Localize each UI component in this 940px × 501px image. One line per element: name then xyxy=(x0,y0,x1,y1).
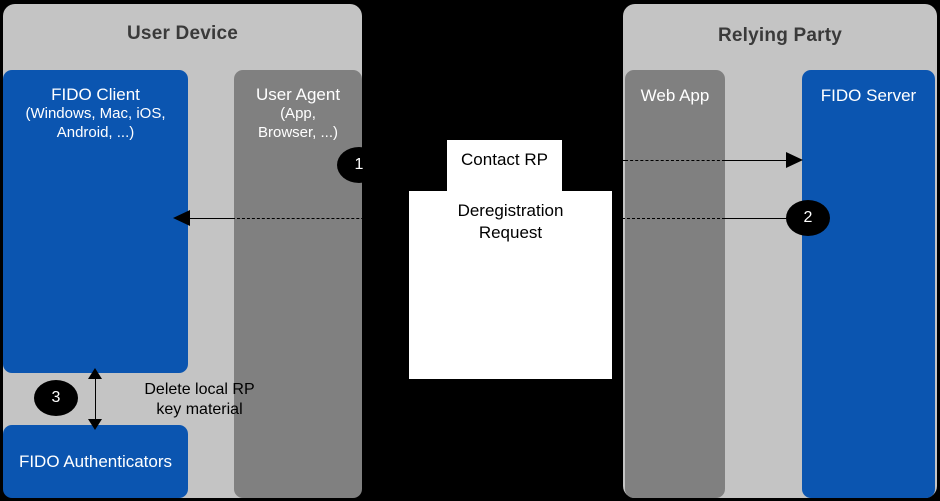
box-fido-client-label: FIDO Client (Windows, Mac, iOS, Android,… xyxy=(3,70,188,143)
badge-step-2[interactable]: 2 xyxy=(786,200,830,236)
badge-step-1[interactable]: 1 xyxy=(337,147,381,183)
user-agent-subtitle-2: Browser, ...) xyxy=(257,124,339,141)
label-contact-rp-text: Contact RP xyxy=(461,150,548,169)
label-delete-key-line2: key material xyxy=(156,401,243,418)
label-deregistration-request-line2: Request xyxy=(478,223,543,243)
flow-delete-key-arrowhead-up-icon xyxy=(88,368,102,379)
box-fido-authenticators[interactable]: FIDO Authenticators xyxy=(3,425,188,498)
label-deregistration-request-line1: Deregistration xyxy=(457,201,564,220)
panel-user-device-title: User Device xyxy=(127,23,238,44)
box-fido-server-label: FIDO Server xyxy=(802,70,935,106)
badge-step-3[interactable]: 3 xyxy=(34,380,78,416)
badge-step-1-number: 1 xyxy=(354,156,364,173)
box-fido-authenticators-label: FIDO Authenticators xyxy=(3,451,188,472)
fido-server-title: FIDO Server xyxy=(820,86,917,105)
badge-step-3-number: 3 xyxy=(51,389,61,406)
label-contact-rp: Contact RP xyxy=(447,140,562,192)
fido-client-subtitle-2: Android, ...) xyxy=(56,124,135,141)
flow-dereg-line-dashed-useragent xyxy=(232,218,409,219)
flow-dereg-line-left xyxy=(190,218,234,219)
flow-contact-rp-line-right xyxy=(725,160,787,161)
flow-contact-rp-arrowhead-icon xyxy=(786,152,803,168)
flow-delete-key-arrowhead-down-icon xyxy=(88,419,102,430)
label-deregistration-request: Deregistration Request xyxy=(409,191,612,379)
fido-client-subtitle-1: (Windows, Mac, iOS, xyxy=(25,105,166,123)
box-web-app[interactable]: Web App xyxy=(625,70,725,498)
label-delete-key-line1: Delete local RP xyxy=(144,381,255,398)
box-fido-server[interactable]: FIDO Server xyxy=(802,70,935,498)
box-fido-client[interactable]: FIDO Client (Windows, Mac, iOS, Android,… xyxy=(3,70,188,373)
label-delete-key-material: Delete local RP key material xyxy=(122,380,277,420)
user-agent-subtitle-1: (App, xyxy=(280,105,316,123)
panel-relying-party-title: Relying Party xyxy=(717,25,843,46)
box-user-agent-label: User Agent (App, Browser, ...) xyxy=(234,70,362,143)
flow-delete-key-line xyxy=(95,378,96,420)
flow-dereg-arrowhead-icon xyxy=(173,210,190,226)
badge-step-2-number: 2 xyxy=(803,209,813,226)
flow-contact-rp-line-mid xyxy=(562,160,625,161)
flow-contact-rp-line-dashed xyxy=(625,160,725,161)
box-web-app-label: Web App xyxy=(625,70,725,106)
fido-client-title: FIDO Client xyxy=(51,85,140,104)
box-user-agent[interactable]: User Agent (App, Browser, ...) xyxy=(234,70,362,498)
user-agent-title: User Agent xyxy=(255,85,341,104)
flow-dereg-line-dashed-webapp xyxy=(612,218,725,219)
web-app-title: Web App xyxy=(640,86,710,105)
fido-authenticators-title: FIDO Authenticators xyxy=(18,451,173,471)
flow-dereg-line-right xyxy=(725,218,810,219)
flow-contact-rp-line-left xyxy=(362,160,448,161)
